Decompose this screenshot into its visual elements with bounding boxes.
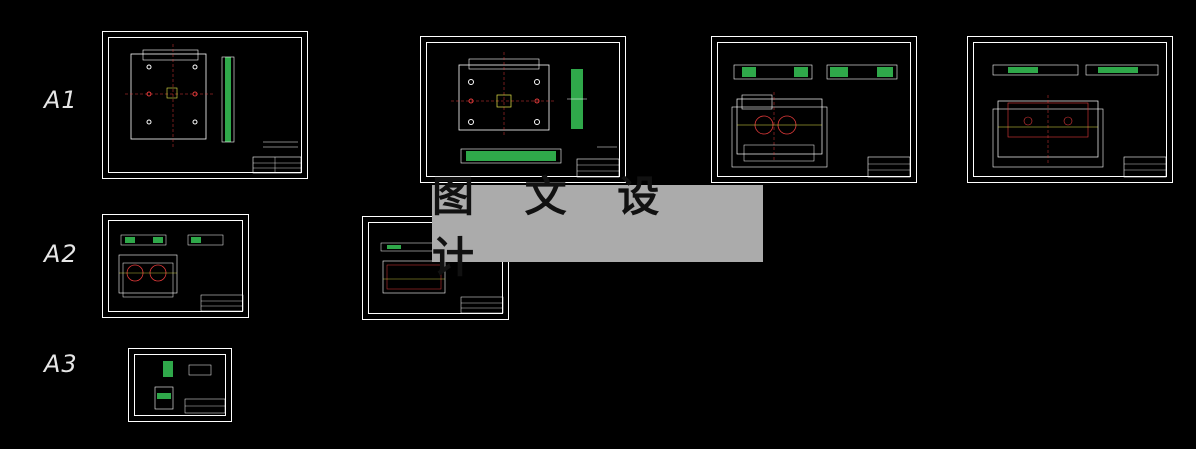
drawing-sheet-a2-1[interactable] — [102, 214, 249, 318]
sheet-drawing — [125, 44, 302, 174]
sheet-drawing — [118, 234, 244, 312]
row-label-a3: A3 — [44, 350, 78, 378]
sheet-drawing — [992, 64, 1167, 178]
drawing-sheet-a1-4[interactable] — [967, 36, 1173, 183]
sheet-drawing — [451, 52, 620, 178]
sheet-drawing — [731, 64, 911, 178]
drawing-sheet-a1-2[interactable] — [420, 36, 626, 183]
drawing-sheet-a1-3[interactable] — [711, 36, 917, 183]
watermark-text: 图 文 设 计 — [432, 171, 678, 282]
drawing-sheet-a3-1[interactable] — [128, 348, 232, 422]
row-label-a1: A1 — [44, 86, 78, 114]
drawing-sheet-a1-1[interactable] — [102, 31, 308, 179]
sheet-drawing — [154, 361, 226, 414]
watermark-banner: 图 文 设 计 — [432, 172, 763, 282]
row-label-a2: A2 — [44, 240, 78, 268]
